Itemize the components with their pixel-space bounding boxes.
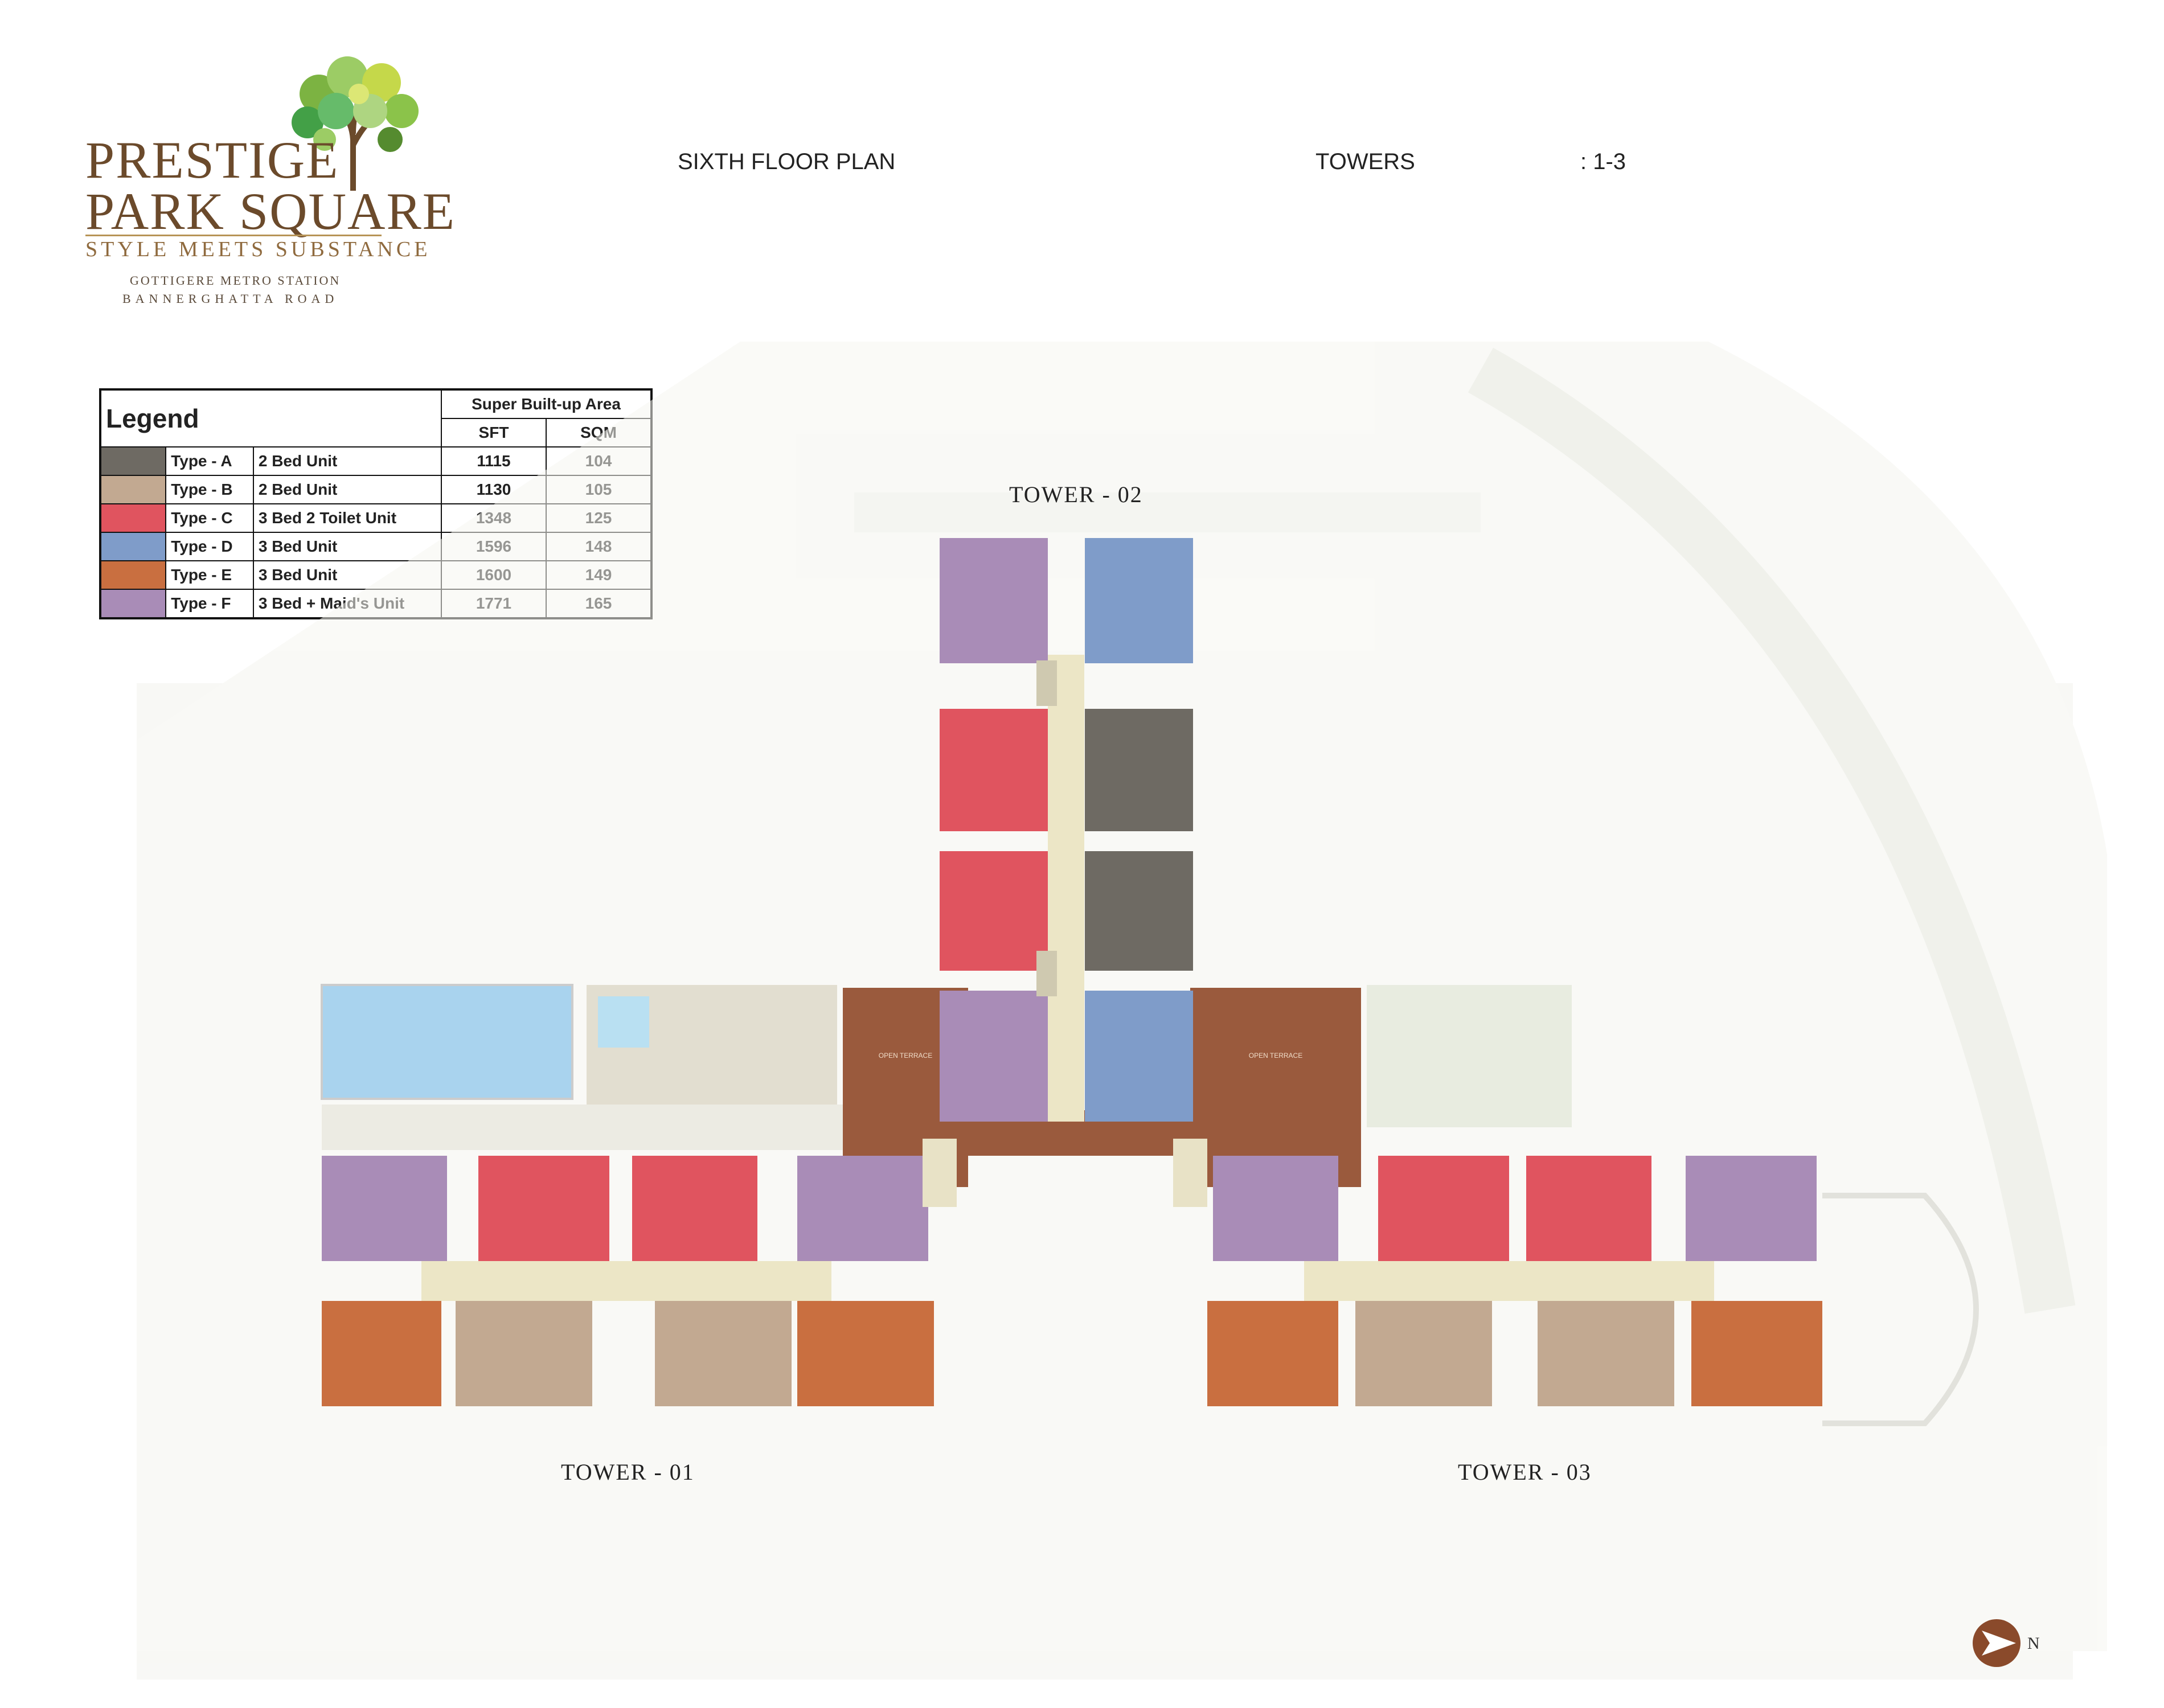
legend-type: Type - D xyxy=(165,532,254,561)
legend-swatch xyxy=(99,589,167,619)
unit-type-a xyxy=(1085,709,1193,831)
legend-desc: 3 Bed Unit xyxy=(252,532,442,561)
unit-type-e xyxy=(1207,1301,1338,1406)
legend-swatch xyxy=(99,560,167,590)
towers-label: TOWERS xyxy=(1315,149,1415,174)
curved-deck xyxy=(1822,1193,1979,1426)
open-terrace-right xyxy=(1190,988,1361,1187)
tower-01-label: TOWER - 01 xyxy=(561,1459,695,1485)
legend-type: Type - B xyxy=(165,475,254,504)
lift-core xyxy=(1036,951,1057,996)
legend-row: Type - A 2 Bed Unit 1115 104 xyxy=(99,446,652,476)
tree-icon xyxy=(292,56,419,191)
unit-type-e xyxy=(1691,1301,1822,1406)
corridor xyxy=(421,1261,831,1301)
legend-desc: 3 Bed 2 Toilet Unit xyxy=(252,503,442,533)
unit-type-f xyxy=(1213,1156,1338,1261)
unit-type-e xyxy=(322,1301,441,1406)
legend-sft: 1115 xyxy=(441,446,547,476)
legend-swatch xyxy=(99,532,167,561)
brand-location-line1: GOTTIGERE METRO STATION xyxy=(130,273,341,288)
unit-type-d xyxy=(1085,991,1193,1122)
swimming-pool xyxy=(321,984,573,1100)
unit-type-b xyxy=(1538,1301,1674,1406)
legend-swatch xyxy=(99,503,167,533)
legend-type: Type - F xyxy=(165,589,254,619)
unit-type-a xyxy=(1085,851,1193,971)
lift-core xyxy=(1036,660,1057,706)
legend-type: Type - A xyxy=(165,446,254,476)
brand-location-line2: BANNERGHATTA ROAD xyxy=(122,291,339,306)
unit-type-b xyxy=(456,1301,592,1406)
side-garden xyxy=(1367,985,1572,1127)
unit-type-c xyxy=(478,1156,609,1261)
kids-pool xyxy=(598,996,649,1048)
legend-desc: 2 Bed Unit xyxy=(252,475,442,504)
stair-core xyxy=(923,1139,957,1207)
corridor xyxy=(1304,1261,1714,1301)
area-header: Super Built-up Area xyxy=(441,389,652,419)
tower-02-block xyxy=(940,538,1193,1122)
towers-value: : 1-3 xyxy=(1580,149,1626,174)
stair-core xyxy=(1173,1139,1207,1207)
unit-type-d xyxy=(1085,538,1193,663)
tower-03-block xyxy=(1173,1139,1979,1426)
brand-tagline: STYLE MEETS SUBSTANCE xyxy=(85,237,431,261)
unit-type-e xyxy=(797,1301,934,1406)
terrace-label-right: OPEN TERRACE xyxy=(1249,1052,1302,1060)
brand-name-line2: PARK SQUARE xyxy=(85,182,456,240)
tower-02-label: TOWER - 02 xyxy=(1009,482,1143,507)
tower-03-label: TOWER - 03 xyxy=(1458,1459,1592,1485)
unit-type-c xyxy=(940,709,1048,831)
north-compass: N xyxy=(1970,1617,2050,1674)
amenity-path xyxy=(322,1105,891,1150)
legend-swatch xyxy=(99,446,167,476)
unit-type-c xyxy=(1526,1156,1651,1261)
logo-divider xyxy=(85,235,382,236)
col-sft-header: SFT xyxy=(441,418,547,447)
tower-01-block xyxy=(322,1139,957,1406)
unit-type-b xyxy=(1355,1301,1492,1406)
unit-type-f xyxy=(1686,1156,1817,1261)
legend-swatch xyxy=(99,475,167,504)
legend-type: Type - E xyxy=(165,560,254,590)
legend-type: Type - C xyxy=(165,503,254,533)
unit-type-f xyxy=(797,1156,928,1261)
unit-type-f xyxy=(322,1156,447,1261)
unit-type-f xyxy=(940,991,1048,1122)
compass-label: N xyxy=(2027,1634,2040,1653)
terrace-label-left: OPEN TERRACE xyxy=(879,1052,932,1060)
unit-type-f xyxy=(940,538,1048,663)
unit-type-c xyxy=(940,851,1048,971)
brand-name-line1: PRESTIGE xyxy=(85,131,339,189)
corridor xyxy=(1048,655,1084,1122)
legend-title: Legend xyxy=(100,389,442,447)
legend-desc: 2 Bed Unit xyxy=(252,446,442,476)
compass-icon xyxy=(1973,1619,2020,1667)
unit-type-c xyxy=(1378,1156,1509,1261)
unit-type-b xyxy=(655,1301,792,1406)
unit-type-c xyxy=(632,1156,757,1261)
plan-title: SIXTH FLOOR PLAN xyxy=(678,149,896,174)
